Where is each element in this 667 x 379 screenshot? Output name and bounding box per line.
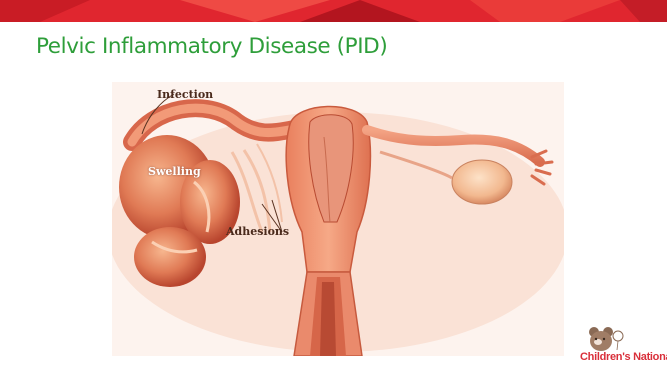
childrens-national-logo: Children's National™: [576, 326, 656, 370]
label-swelling: Swelling: [148, 165, 201, 178]
top-decorative-band: [0, 0, 667, 22]
uterus-illustration: [112, 82, 564, 356]
page-title: Pelvic Inflammatory Disease (PID): [36, 34, 387, 59]
pid-anatomy-illustration: Infection Swelling Adhesions: [112, 82, 564, 356]
bear-icon: [584, 326, 624, 352]
label-adhesions: Adhesions: [226, 225, 289, 238]
label-infection: Infection: [157, 88, 213, 101]
logo-wordmark: Children's National™: [580, 351, 667, 363]
